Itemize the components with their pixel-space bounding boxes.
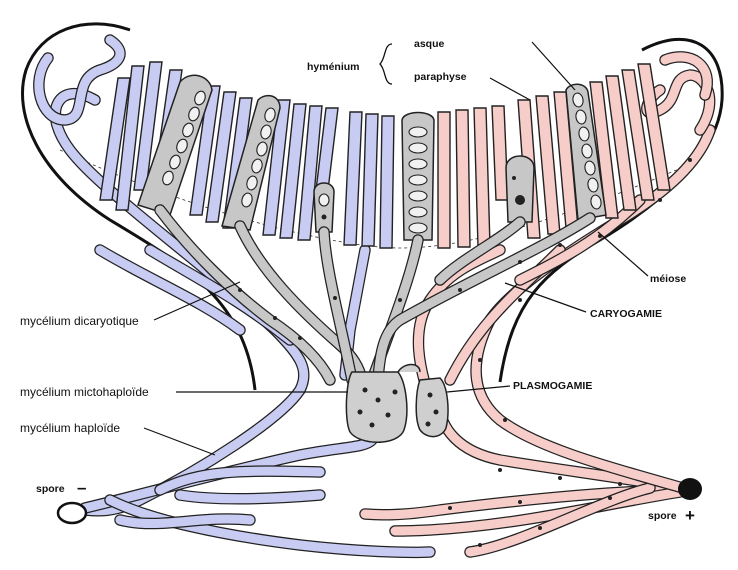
label-meiose: méiose xyxy=(650,273,686,285)
sign-plus: + xyxy=(685,506,695,525)
label-paraphyse: paraphyse xyxy=(414,71,467,83)
sign-minus: – xyxy=(77,478,86,497)
label-spore-minus: spore xyxy=(36,483,65,495)
gametangia xyxy=(346,365,448,443)
spore-plus-icon xyxy=(678,478,702,500)
hymenium-brace xyxy=(380,44,392,84)
paraphyses-plus xyxy=(438,64,670,248)
label-hymenium-group: hyménium asque paraphyse xyxy=(307,38,575,100)
label-hymenium: hyménium xyxy=(307,61,360,73)
label-mycelium-haploide: mycélium haploïde xyxy=(20,421,120,435)
young-ascus xyxy=(314,183,334,232)
label-spore-plus: spore xyxy=(648,510,677,522)
spore-minus-icon xyxy=(58,503,86,523)
label-mycelium-mictohaploide: mycélium mictohaploïde xyxy=(20,385,149,399)
label-mycelium-dicaryotique: mycélium dicaryotique xyxy=(20,314,139,328)
ascus xyxy=(402,113,434,241)
label-asque: asque xyxy=(414,38,445,50)
label-plasmogamie: PLASMOGAMIE xyxy=(513,380,592,392)
young-ascus xyxy=(506,156,534,222)
label-caryogamie: CARYOGAMIE xyxy=(590,308,662,320)
